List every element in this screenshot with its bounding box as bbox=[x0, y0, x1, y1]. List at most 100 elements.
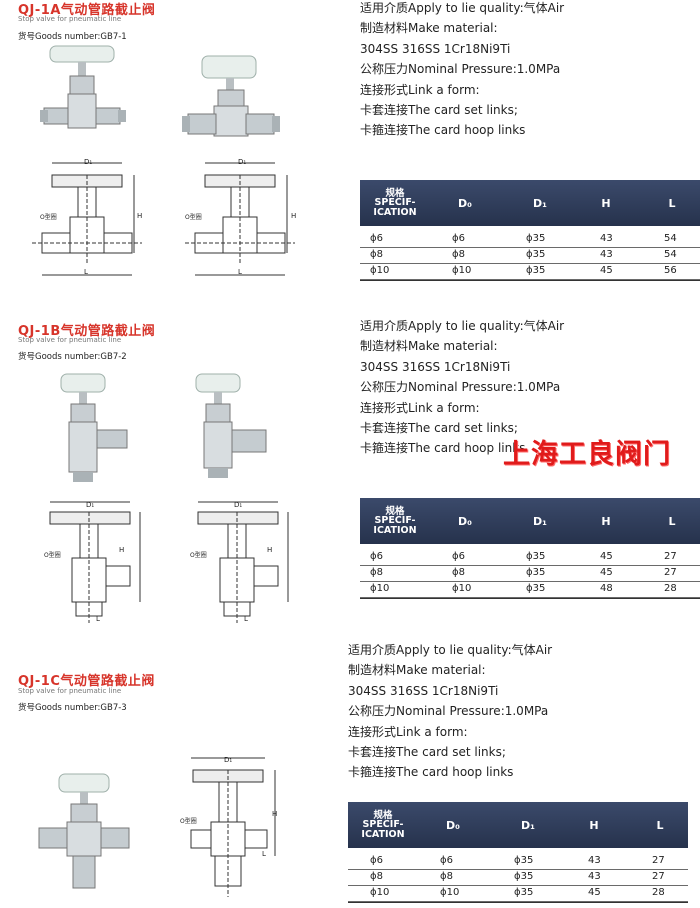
dim-label: D₁ bbox=[84, 158, 93, 166]
cell: ϕ8 bbox=[452, 249, 465, 260]
dim-label: H bbox=[267, 546, 273, 554]
spec-table: 规格 SPECIF- ICATION D₀ D₁ H L ϕ6 ϕ6 ϕ35 4… bbox=[360, 180, 700, 281]
model-title: QJ-1B气动管路截止阀 bbox=[18, 324, 156, 339]
cell: ϕ10 bbox=[370, 265, 390, 276]
dim-label: L bbox=[238, 268, 242, 276]
cell: 27 bbox=[664, 567, 677, 578]
spec-label-line: 规格 bbox=[385, 187, 405, 199]
cell: 56 bbox=[664, 265, 677, 276]
cell: 45 bbox=[600, 551, 613, 562]
table-header: 规格 SPECIF- ICATION D₀ D₁ H L bbox=[360, 180, 700, 226]
cell: ϕ35 bbox=[514, 855, 534, 866]
technical-drawing bbox=[49, 501, 141, 623]
cell: 28 bbox=[652, 887, 665, 898]
cell: ϕ35 bbox=[526, 233, 546, 244]
technical-drawing bbox=[197, 501, 289, 623]
cell: ϕ35 bbox=[526, 265, 546, 276]
model-title: QJ-1C气动管路截止阀 bbox=[18, 674, 155, 689]
cell: ϕ6 bbox=[440, 855, 453, 866]
dim-label: L bbox=[262, 850, 266, 858]
goods-number: 货号Goods number:GB7-3 bbox=[18, 703, 127, 713]
spec-line: 公称压力Nominal Pressure:1.0MPa bbox=[348, 704, 549, 719]
table-row: ϕ10 ϕ10 ϕ35 48 28 bbox=[360, 582, 700, 598]
spec-line: 公称压力Nominal Pressure:1.0MPa bbox=[360, 62, 561, 77]
dim-label: L bbox=[244, 615, 248, 623]
valve-photo bbox=[60, 373, 128, 482]
technical-drawing bbox=[185, 162, 295, 276]
col-header: D₁ bbox=[533, 514, 547, 528]
cell: ϕ6 bbox=[452, 233, 465, 244]
spec-line: 制造材料Make material: bbox=[360, 339, 498, 354]
dim-label: O型圈 bbox=[190, 552, 207, 559]
dim-label: O型圈 bbox=[185, 214, 202, 221]
spec-line: 卡套连接The card set links; bbox=[348, 745, 506, 760]
model-title: QJ-1A气动管路截止阀 bbox=[18, 3, 156, 18]
table-row: ϕ8 ϕ8 ϕ35 45 27 bbox=[360, 566, 700, 582]
dim-label: L bbox=[84, 268, 88, 276]
spec-label-line: 规格 bbox=[373, 809, 393, 821]
cell: ϕ8 bbox=[440, 871, 453, 882]
dim-label: H bbox=[137, 212, 143, 220]
product-section-qj-1c: QJ-1C气动管路截止阀 Stop valve for pneumatic li… bbox=[0, 640, 700, 908]
dim-label: O型圈 bbox=[180, 818, 197, 825]
cell: ϕ8 bbox=[370, 249, 383, 260]
goods-number: 货号Goods number:GB7-2 bbox=[18, 352, 127, 362]
cell: 43 bbox=[600, 233, 613, 244]
table-row: ϕ6 ϕ6 ϕ35 43 54 bbox=[360, 232, 700, 248]
table-bottom-rule bbox=[360, 598, 700, 599]
cell: 54 bbox=[664, 249, 677, 260]
col-header: L bbox=[668, 196, 676, 210]
product-section-qj-1a: QJ-1A气动管路截止阀 Stop valve for pneumatic li… bbox=[0, 0, 700, 300]
brand-watermark: 上海工良阀门 bbox=[503, 439, 671, 470]
goods-number: 货号Goods number:GB7-1 bbox=[18, 32, 127, 42]
technical-drawing bbox=[32, 162, 142, 276]
table-header: 规格 SPECIF- ICATION D₀ D₁ H L bbox=[360, 498, 700, 544]
table-row: ϕ6 ϕ6 ϕ35 43 27 bbox=[348, 854, 688, 870]
col-header: D₁ bbox=[533, 196, 547, 210]
spec-line: 304SS 316SS 1Cr18Ni9Ti bbox=[348, 683, 499, 698]
cell: 27 bbox=[652, 871, 665, 882]
model-subtitle: Stop valve for pneumatic line bbox=[18, 336, 122, 344]
cell: 54 bbox=[664, 233, 677, 244]
spec-line: 连接形式Link a form: bbox=[360, 400, 480, 415]
table-row: ϕ10 ϕ10 ϕ35 45 56 bbox=[360, 264, 700, 280]
cell: ϕ8 bbox=[370, 567, 383, 578]
table-row: ϕ10 ϕ10 ϕ35 45 28 bbox=[348, 886, 688, 902]
col-header: H bbox=[589, 818, 599, 832]
spec-line: 连接形式Link a form: bbox=[348, 724, 468, 739]
spec-line: 卡箍连接The card hoop links bbox=[348, 765, 514, 780]
cell: ϕ35 bbox=[526, 567, 546, 578]
spec-text: 适用介质Apply to lie quality:气体Air 制造材料Make … bbox=[360, 316, 564, 459]
spec-table: 规格 SPECIF- ICATION D₀ D₁ H L ϕ6 ϕ6 ϕ35 4… bbox=[360, 498, 700, 599]
cell: 43 bbox=[600, 249, 613, 260]
spec-line: 304SS 316SS 1Cr18Ni9Ti bbox=[360, 41, 511, 56]
spec-line: 卡箍连接The card hoop links bbox=[360, 441, 526, 456]
cell: ϕ35 bbox=[526, 551, 546, 562]
spec-line: 制造材料Make material: bbox=[360, 21, 498, 36]
dim-label: D₁ bbox=[234, 501, 243, 509]
col-header: L bbox=[656, 818, 664, 832]
table-bottom-rule bbox=[360, 280, 700, 281]
spec-text: 适用介质Apply to lie quality:气体Air 制造材料Make … bbox=[360, 0, 564, 141]
valve-photo bbox=[38, 773, 130, 889]
spec-label-line: SPECIF- bbox=[362, 819, 404, 831]
spec-label-line: SPECIF- bbox=[374, 197, 416, 209]
col-header: D₀ bbox=[446, 818, 460, 832]
cell: ϕ6 bbox=[370, 855, 383, 866]
cell: 45 bbox=[600, 567, 613, 578]
col-header: H bbox=[601, 514, 611, 528]
cell: ϕ6 bbox=[452, 551, 465, 562]
dim-label: D₁ bbox=[224, 756, 233, 764]
valve-photo bbox=[195, 373, 267, 478]
spec-line: 适用介质Apply to lie quality:气体Air bbox=[348, 643, 553, 657]
spec-table: 规格 SPECIF- ICATION D₀ D₁ H L ϕ6 ϕ6 ϕ35 4… bbox=[348, 802, 688, 903]
cell: 28 bbox=[664, 583, 677, 594]
spec-line: 卡套连接The card set links; bbox=[360, 421, 518, 436]
spec-line: 卡箍连接The card hoop links bbox=[360, 123, 526, 138]
cell: ϕ35 bbox=[526, 249, 546, 260]
model-subtitle: Stop valve for pneumatic line bbox=[18, 687, 122, 695]
cell: 27 bbox=[652, 855, 665, 866]
spec-text: 适用介质Apply to lie quality:气体Air 制造材料Make … bbox=[348, 640, 552, 783]
cell: ϕ10 bbox=[370, 887, 390, 898]
dim-label: H bbox=[291, 212, 297, 220]
